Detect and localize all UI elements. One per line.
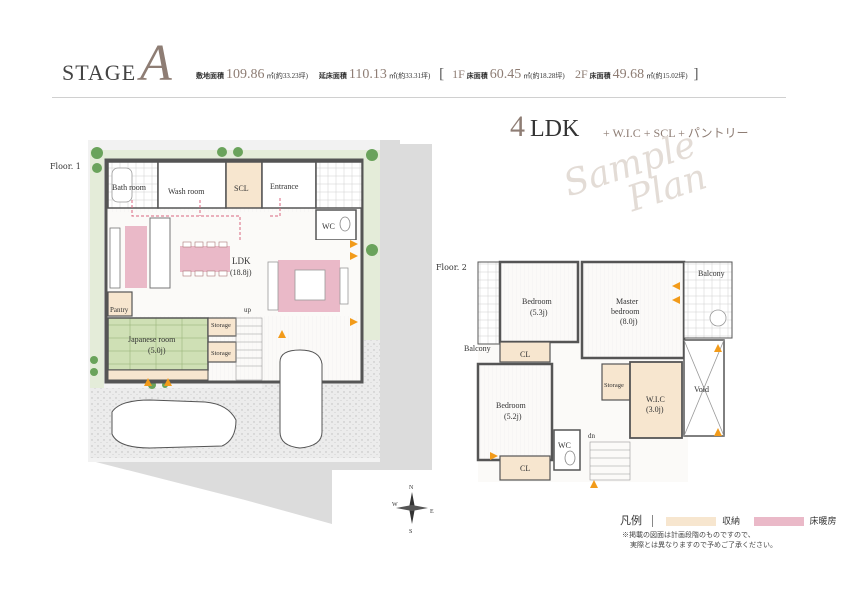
- floor2-label: Floor. 2: [436, 263, 467, 272]
- f1-floor-label: 1F: [452, 67, 465, 81]
- floor-area-value: 110.13: [348, 67, 387, 82]
- compass-icon: [396, 492, 428, 524]
- floor1-window-markers: [144, 240, 358, 386]
- note-line2: 実際とは異なりますので予めご了承ください。: [630, 541, 777, 549]
- f2-area-label: 床面積: [589, 72, 611, 80]
- room-entrance: Entrance: [270, 182, 299, 191]
- room-japanese: Japanese room: [128, 335, 176, 344]
- legend-title: 凡例: [620, 514, 642, 527]
- room-master: Master: [616, 297, 639, 306]
- room-ldk-size: (18.8j): [230, 268, 252, 277]
- room-wic: W.I.C: [646, 395, 665, 404]
- bracket-close: ]: [693, 66, 699, 82]
- room-bedroom-2: Bedroom: [496, 401, 527, 410]
- stairs-dn: dn: [588, 432, 596, 440]
- room-wic-size: (3.0j): [646, 405, 664, 414]
- room-cl-2: CL: [520, 464, 530, 473]
- site-area-tsubo: (約33.23坪): [273, 72, 308, 80]
- floor1-cars: [111, 349, 323, 449]
- plan-ldk: LDK: [530, 116, 580, 142]
- bracket-open: [: [439, 66, 445, 82]
- room-wc-2f: WC: [558, 441, 571, 450]
- room-void: Void: [694, 385, 709, 394]
- legend-storage-label: 収納: [722, 517, 741, 527]
- floor2-window-markers: [490, 282, 722, 488]
- room-pantry: Pantry: [110, 306, 129, 314]
- room-japanese-size: (5.0j): [148, 346, 166, 355]
- room-master-2: bedroom: [611, 307, 640, 316]
- f1-area-tsubo: (約18.28坪): [530, 72, 565, 80]
- room-storage-1f-a: Storage: [211, 322, 231, 329]
- compass-e: E: [430, 509, 434, 515]
- room-master-size: (8.0j): [620, 317, 638, 326]
- room-wc-1f: WC: [322, 222, 335, 231]
- room-scl: SCL: [234, 184, 249, 193]
- site-area-label: 敷地面積: [196, 72, 224, 80]
- note-line1: ※掲載の図面は計画段階のものですので、: [622, 531, 755, 539]
- f1-area-unit: ㎡: [523, 72, 531, 80]
- f2-area-value: 49.68: [612, 67, 645, 82]
- legend-storage-swatch: [666, 516, 716, 526]
- compass-n: N: [409, 485, 414, 491]
- floor2-building: [476, 260, 733, 482]
- floor1-label: Floor. 1: [50, 162, 81, 171]
- f1-area-value: 60.45: [489, 67, 522, 82]
- floor-area-tsubo: (約33.31坪): [395, 72, 431, 80]
- legend: 凡例 収納 床暖房: [620, 512, 837, 528]
- legend-heating-label: 床暖房: [809, 517, 837, 527]
- room-bedroom-2-size: (5.2j): [504, 412, 522, 421]
- room-storage-2f: Storage: [604, 382, 624, 389]
- room-bath: Bath room: [112, 183, 147, 192]
- compass-w: W: [392, 502, 398, 508]
- site-area-value: 109.86: [226, 67, 265, 82]
- f1-area-label: 床面積: [466, 72, 488, 80]
- plan-number: 4: [510, 110, 525, 143]
- room-storage-1f-b: Storage: [211, 350, 231, 357]
- floor-area-unit: ㎡: [388, 72, 396, 80]
- room-ldk: LDK: [232, 256, 251, 266]
- room-balcony-right: Balcony: [698, 269, 725, 278]
- stage-word: STAGE: [62, 60, 137, 85]
- floor1-building: [104, 158, 364, 384]
- room-bedroom-1: Bedroom: [522, 297, 553, 306]
- site-area-unit: ㎡: [266, 72, 274, 80]
- f2-floor-label: 2F: [574, 67, 588, 81]
- f2-area-tsubo: (約15.02坪): [653, 72, 688, 80]
- plan-extras: + W.I.C + SCL + パントリー: [603, 126, 749, 140]
- floor-area-label: 延床面積: [318, 72, 347, 80]
- stage-letter: A: [140, 35, 172, 92]
- legend-heating-swatch: [753, 516, 804, 526]
- compass-s: S: [409, 529, 412, 535]
- room-cl-1: CL: [520, 350, 530, 359]
- stairs-up: up: [244, 306, 252, 314]
- legend-divider: [651, 515, 653, 527]
- room-balcony-left: Balcony: [464, 344, 491, 353]
- header-divider: [52, 97, 786, 98]
- room-wash: Wash room: [168, 187, 205, 196]
- room-bedroom-1-size: (5.3j): [530, 308, 548, 317]
- f2-area-unit: ㎡: [646, 72, 654, 80]
- disclaimer-note: ※掲載の図面は計画段階のものですので、 実際とは異なりますので予めご了承ください…: [622, 530, 777, 550]
